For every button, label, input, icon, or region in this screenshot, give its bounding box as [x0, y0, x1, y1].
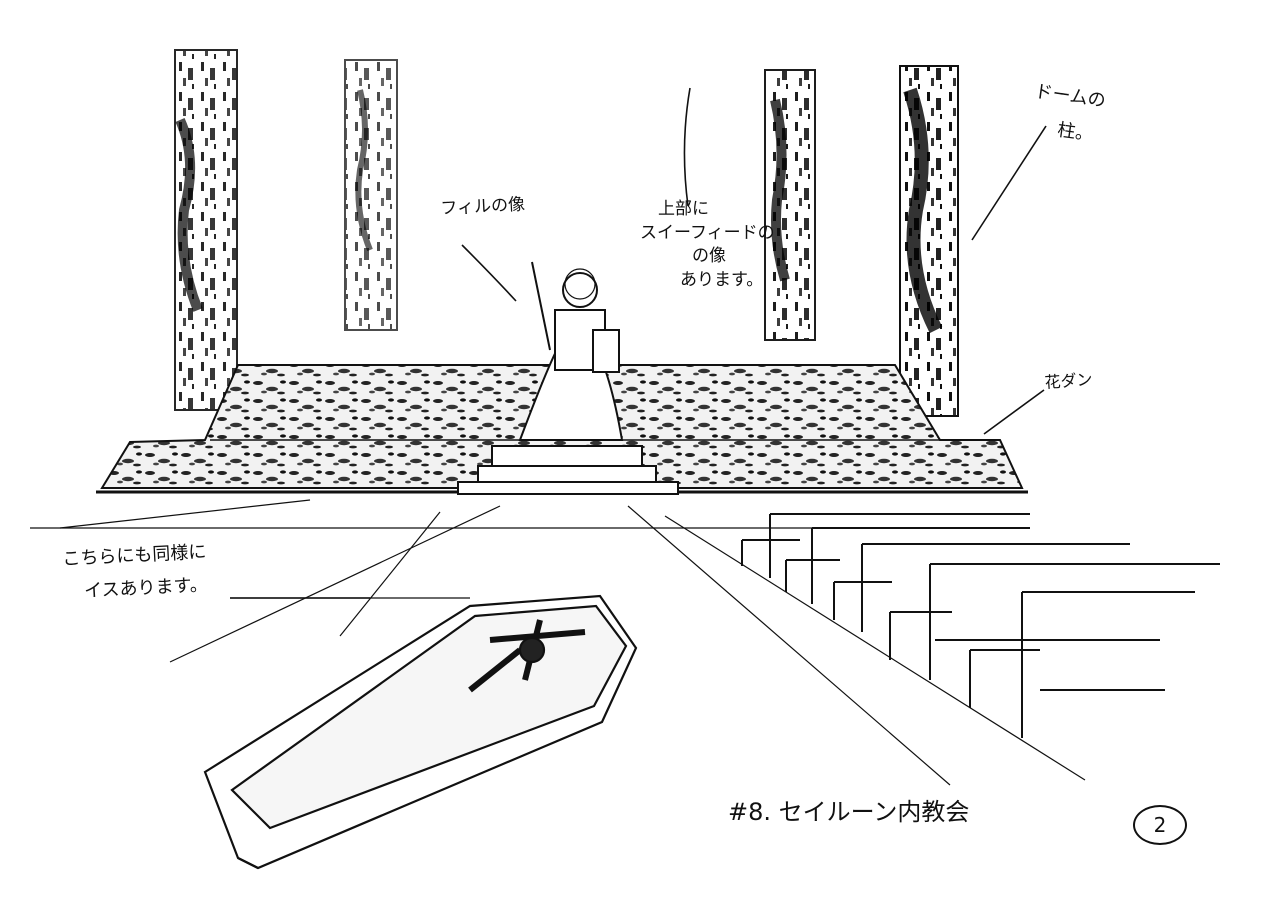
sheet-number: 2	[1133, 805, 1187, 845]
coffin	[203, 594, 638, 870]
pews	[741, 513, 1220, 738]
note-line: スイーフィードの	[640, 222, 775, 243]
note-line: 上部に	[658, 199, 709, 219]
note-chairs: こちらにも同様に イスあります。	[62, 541, 209, 603]
scene-title: #8. セイルーン内教会	[728, 798, 970, 826]
note-line: あります。	[680, 269, 764, 290]
dome-pillars	[174, 49, 959, 417]
note-line: の像	[692, 246, 726, 267]
altar-steps	[457, 445, 679, 495]
note-flower-bed: 花ダン	[1043, 369, 1094, 393]
filu-statue	[518, 261, 624, 441]
note-dome-pillar: ドームの 柱。	[1028, 81, 1107, 147]
note-text: 花ダン	[1043, 369, 1094, 392]
note-sweed-statue: 上部に スイーフィードの の像 あります。	[640, 199, 775, 294]
pillar	[344, 59, 398, 331]
annotation-arrows	[230, 87, 1047, 599]
